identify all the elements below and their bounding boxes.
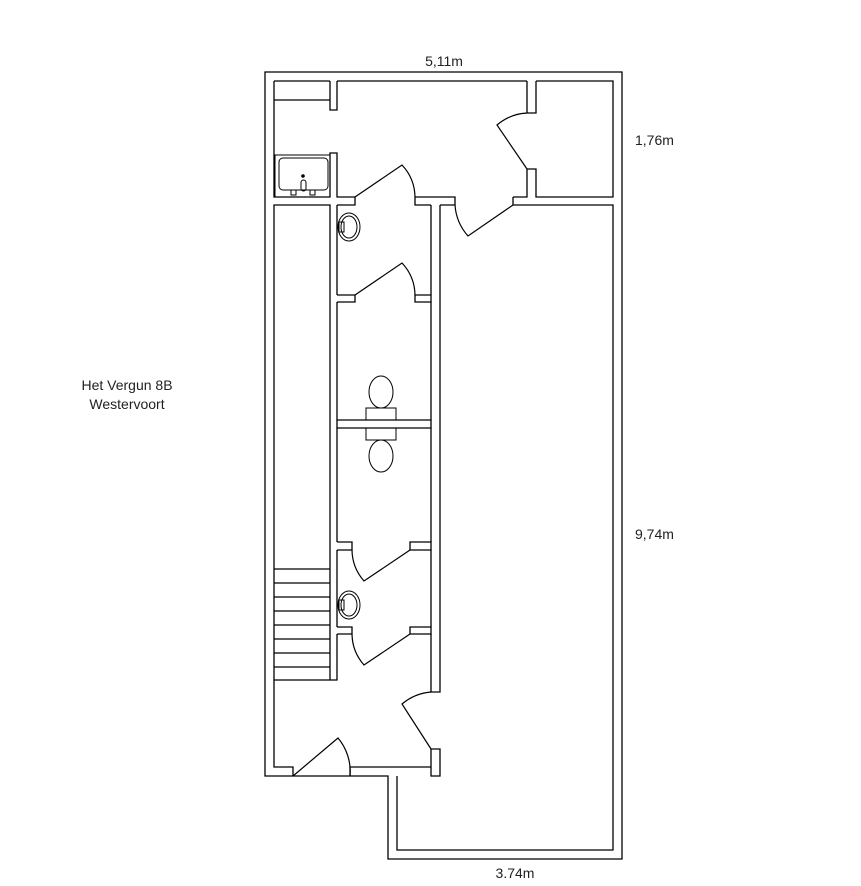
door-lower-2[interactable] <box>351 633 411 666</box>
wall-hall-top <box>414 196 456 206</box>
wall-big-room-top <box>396 197 614 851</box>
dimension-top-right-depth: 1,76m <box>635 132 674 148</box>
corridor-right-wall <box>430 205 441 777</box>
door-hall-right[interactable] <box>401 691 432 750</box>
dimension-bottom-width: 3.74m <box>496 865 535 881</box>
toilet-icon <box>365 375 397 421</box>
door-top-right-room[interactable] <box>496 112 528 170</box>
door-toilet-upper[interactable] <box>354 164 416 198</box>
wall-partition-2 <box>336 419 432 429</box>
dimension-right-length: 9,74m <box>635 526 674 542</box>
wall-partition-1 <box>337 294 432 303</box>
wall-partition-4 <box>337 626 432 635</box>
inner-wall-left-bottom <box>273 680 431 776</box>
door-big-room[interactable] <box>454 204 514 237</box>
door-entrance[interactable] <box>292 737 351 777</box>
dimension-top-width: 5,11m <box>425 53 463 69</box>
kitchen-sink-icon <box>274 154 331 198</box>
wall-stub-right <box>526 81 537 114</box>
inner-wall-top <box>274 80 614 198</box>
stair-shaft <box>273 204 331 681</box>
corridor-left-wall <box>330 205 338 681</box>
washbasin-icon <box>337 590 361 620</box>
toilet-icon <box>365 427 397 473</box>
outer-wall <box>264 71 623 860</box>
wall-top-left-stub <box>329 81 338 111</box>
wall-partition-3 <box>337 541 432 551</box>
washbasin-icon <box>337 212 361 242</box>
door-lower-1[interactable] <box>351 549 411 582</box>
stairs <box>274 568 330 668</box>
address-line2: Westervoort <box>89 396 164 412</box>
door-toilet-second[interactable] <box>354 262 416 296</box>
address-line1: Het Vergun 8B <box>81 377 172 393</box>
